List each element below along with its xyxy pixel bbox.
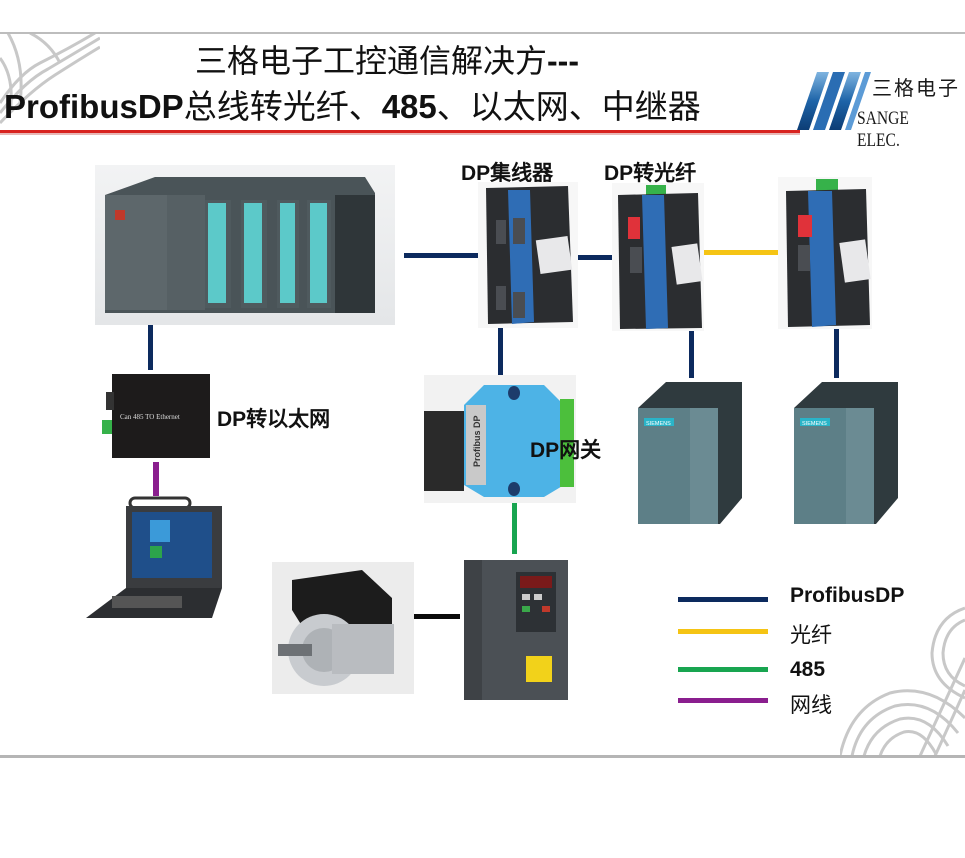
wire-485-gateway-inverter	[512, 498, 517, 564]
dp-gateway-device-text: Profibus DP	[472, 415, 482, 467]
siemens-brand-2: SIEMENS	[802, 421, 827, 427]
bottom-rule	[0, 755, 965, 758]
dp-hub-image	[478, 182, 578, 328]
wire-fiber-link	[702, 250, 792, 255]
electric-motor-image	[272, 562, 414, 694]
legend-label-485: 485	[790, 658, 826, 681]
top-rule	[0, 32, 965, 34]
dp-ethernet-label: DP转以太网	[217, 408, 331, 431]
wire-profibus-plc-ethernet	[148, 325, 153, 370]
siemens-brand-1: SIEMENS	[646, 421, 671, 427]
plc-rack-image	[95, 165, 395, 325]
legend-label-fiber: 光纤	[790, 623, 832, 647]
wire-motor-inverter	[386, 614, 478, 619]
dp-hub-label: DP集线器	[461, 162, 554, 185]
title-underline	[0, 130, 800, 133]
wire-profibus-plc-hub	[404, 253, 478, 258]
wire-ethernet-laptop	[153, 462, 159, 502]
logo-name-cn: 三格电子	[872, 76, 960, 100]
wire-profibus-hub-fiber	[550, 255, 630, 260]
dp-fiber-converter-1-image	[612, 183, 704, 331]
legend-label-ethernet: 网线	[790, 693, 832, 717]
wire-profibus-hub-gateway	[498, 320, 503, 376]
wire-profibus-fiber1-plc1	[689, 320, 694, 384]
logo-name-en: SANGE ELEC.	[857, 108, 909, 151]
rugged-laptop-image	[82, 496, 227, 621]
title-line-1: 三格电子工控通信解决方---	[195, 42, 579, 80]
wire-profibus-fiber2-plc2	[834, 315, 839, 381]
dp-gateway-image: Profibus DP	[424, 375, 576, 503]
title-line-2: ProfibusDP总线转光纤、485、以太网、中继器	[4, 87, 701, 126]
legend-swatch-fiber	[678, 629, 768, 634]
legend-swatch-profibus	[678, 597, 768, 602]
sange-logo-icon	[797, 72, 871, 130]
legend-swatch-485	[678, 667, 768, 672]
dp-gateway-label: DP网关	[530, 439, 602, 462]
dp-fiber-label: DP转光纤	[604, 162, 697, 185]
dp-ethernet-converter-image: Can 485 TO Ethernet	[100, 370, 215, 462]
dp-ethernet-device-text: Can 485 TO Ethernet	[120, 413, 180, 421]
decorative-swirl-top-left	[0, 33, 100, 125]
title-underline-shadow	[0, 133, 800, 135]
dp-fiber-converter-2-image	[778, 177, 872, 329]
decorative-swirl-bottom-right	[840, 606, 965, 756]
siemens-plc-module-1-image: SIEMENS	[636, 378, 746, 528]
legend-label-profibus: ProfibusDP	[790, 584, 905, 607]
frequency-inverter-image	[460, 554, 570, 702]
legend-swatch-ethernet	[678, 698, 768, 703]
siemens-plc-module-2-image: SIEMENS	[792, 378, 902, 528]
